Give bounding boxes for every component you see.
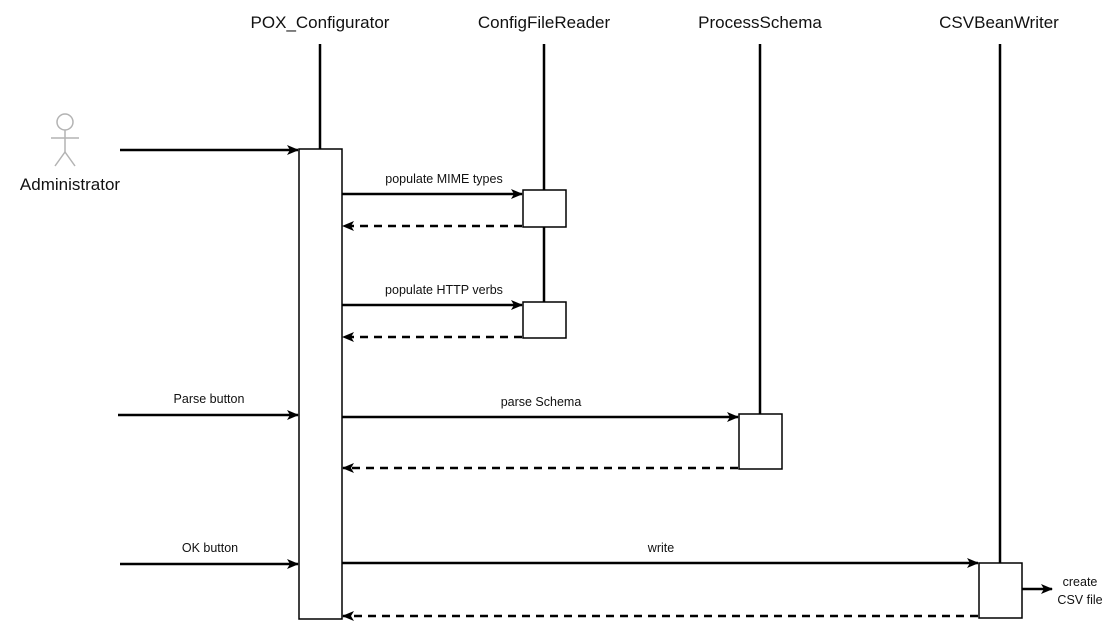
message-label-write: write (647, 541, 674, 555)
message-label-populate-http: populate HTTP verbs (385, 283, 503, 297)
participant-pox-configurator: POX_Configurator (251, 13, 390, 32)
message-label-parse-schema: parse Schema (501, 395, 582, 409)
activation-reader-mime (522, 189, 567, 228)
activation-csv-bean-writer (978, 562, 1023, 619)
participant-config-file-reader: ConfigFileReader (478, 13, 611, 32)
participant-process-schema: ProcessSchema (698, 13, 822, 32)
actor-administrator: Administrator (20, 175, 120, 194)
participant-csv-bean-writer: CSVBeanWriter (939, 13, 1059, 32)
stick-figure-icon (51, 113, 79, 167)
message-label-populate-mime: populate MIME types (385, 172, 502, 186)
message-label-ok-button: OK button (182, 541, 238, 555)
activation-process-schema (738, 413, 783, 470)
message-label-parse-button: Parse button (174, 392, 245, 406)
note-create-line1: create (1063, 575, 1098, 589)
activation-reader-http (522, 301, 567, 339)
note-create-line2: CSV file (1057, 593, 1102, 607)
activation-pox-configurator (298, 148, 343, 620)
